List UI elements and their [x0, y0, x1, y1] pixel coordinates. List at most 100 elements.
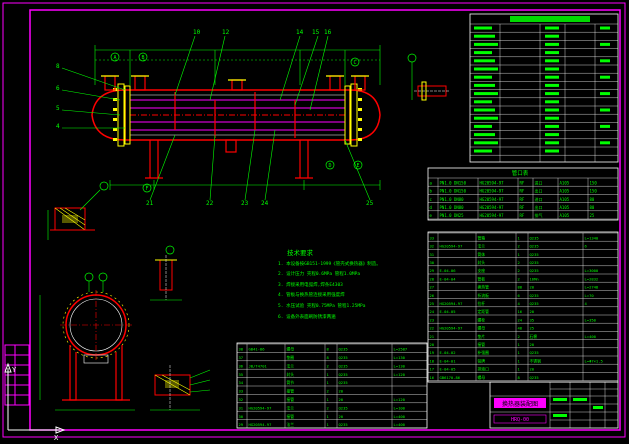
note-line: 3. 焊接采用电弧焊,焊条E4303 [278, 281, 343, 288]
table-cell: L=120 [394, 397, 406, 402]
table-cell: 6 [518, 293, 521, 298]
table-cell: 1 [518, 342, 521, 347]
drawing-title: 换热器装配图 [502, 400, 538, 408]
end-view-small [411, 62, 450, 101]
table-cell: 20 [530, 367, 535, 372]
table-cell: Q235 [339, 355, 348, 360]
svg-text:X: X [54, 434, 59, 442]
table-cell: Q235 [339, 422, 348, 427]
table-cell: 20 [339, 397, 344, 402]
cell-fill [474, 59, 495, 63]
svg-text:Y: Y [12, 366, 17, 374]
table-cell: 6 [585, 244, 588, 249]
table-cell: 8 [327, 355, 330, 360]
table-cell: 1 [518, 350, 521, 355]
table-cell: 螺栓 [478, 317, 486, 322]
bottom-dimensions [109, 180, 381, 190]
cell-fill [545, 59, 559, 63]
cell-fill [474, 141, 498, 145]
table-cell: 24 [430, 309, 435, 314]
table-cell: 1 [518, 358, 521, 363]
cell-fill [474, 108, 495, 112]
table-cell: 2 [518, 276, 520, 281]
table-cell: PN1.0 DN80 [440, 205, 465, 210]
table-cell: 19 [430, 350, 435, 355]
inner-frame [29, 9, 621, 431]
table-cell: 25 [530, 326, 535, 331]
cross-section-view [39, 272, 135, 411]
cell-fill [545, 116, 559, 120]
cell-fill [474, 100, 492, 104]
table-cell: 筒体 [478, 252, 486, 257]
table-cell: 管箱 [478, 235, 486, 240]
table-cell: 150 [590, 180, 598, 185]
nozzle-detail-view [150, 245, 182, 301]
table-cell: 33 [430, 235, 435, 240]
table-cell: RF [520, 205, 525, 210]
table-cell: 16 [430, 375, 435, 380]
table-cell: L=400 [394, 414, 406, 419]
cell-fill [474, 42, 498, 46]
table-cell: HG20594-97 [480, 213, 505, 218]
table-cell: 150 [590, 189, 598, 194]
table-cell: L=100 [394, 405, 406, 410]
cell-fill [545, 26, 559, 30]
table-cell: E-04-01 [440, 358, 457, 363]
table-cell: Q235 [530, 375, 539, 380]
item-label: 12 [222, 29, 230, 36]
table-cell: 法兰 [287, 405, 295, 410]
table-cell: 石棉 [530, 334, 538, 339]
table-cell: A105 [560, 189, 570, 194]
table-cell: GB41-86 [249, 347, 266, 352]
table-cell: 31 [430, 252, 435, 257]
table-cell: a [430, 180, 433, 185]
table-cell: Q235 [339, 363, 348, 368]
cell-fill [474, 124, 492, 128]
table-cell: L=Φ7×1.5 [585, 358, 603, 363]
table-cell: L=1340 [585, 235, 599, 240]
table-cell: 20 [530, 342, 535, 347]
table-cell: 35 [530, 317, 535, 322]
nozzle-table-title: 管口表 [512, 169, 529, 177]
title-fill [494, 398, 546, 408]
table-cell: L=400 [394, 422, 406, 427]
cell-fill [545, 108, 559, 112]
cell-fill [545, 100, 559, 104]
table-cell: 21 [430, 334, 435, 339]
table-cell: 20 [339, 414, 344, 419]
table-cell: Q235 [339, 372, 348, 377]
table-cell: 28 [430, 276, 435, 281]
table-cell: 32 [430, 244, 435, 249]
table-cell: 进口 [535, 196, 543, 202]
item-label: 4 [56, 123, 60, 130]
table-cell: E-04-05 [440, 367, 456, 372]
item-label: 22 [206, 200, 214, 207]
item-label: 23 [241, 200, 249, 207]
table-cell: 铭牌 [478, 358, 486, 363]
table-cell: 25 [590, 213, 595, 218]
cell-fill [474, 83, 495, 87]
table-cell: 20 [339, 389, 344, 394]
table-cell: 25 [430, 301, 435, 306]
cell-fill [545, 141, 559, 145]
cell-fill [545, 83, 559, 87]
table-cell: L=120 [394, 372, 406, 377]
table-cell: 8 [518, 375, 521, 380]
drawing-number: HRQ-00 [511, 417, 529, 423]
saddle-supports [145, 139, 313, 179]
table-cell: d [430, 205, 433, 210]
table-cell: 1 [327, 397, 330, 402]
table-cell: 33 [239, 389, 244, 394]
cell-fill [545, 42, 559, 46]
item-label: 25 [366, 200, 374, 207]
table-cell: E-04-04 [440, 276, 457, 281]
cell-fill [545, 149, 559, 153]
note-line: 1. 本设备按GB151-1999《管壳式换热器》制造。 [278, 260, 381, 267]
table-cell: 2 [518, 334, 520, 339]
callout-letter: D [328, 163, 331, 169]
table-cell: RF [520, 213, 525, 218]
cell-fill [474, 26, 492, 30]
table-cell: Q235 [530, 301, 539, 306]
cell-fill [545, 67, 559, 71]
